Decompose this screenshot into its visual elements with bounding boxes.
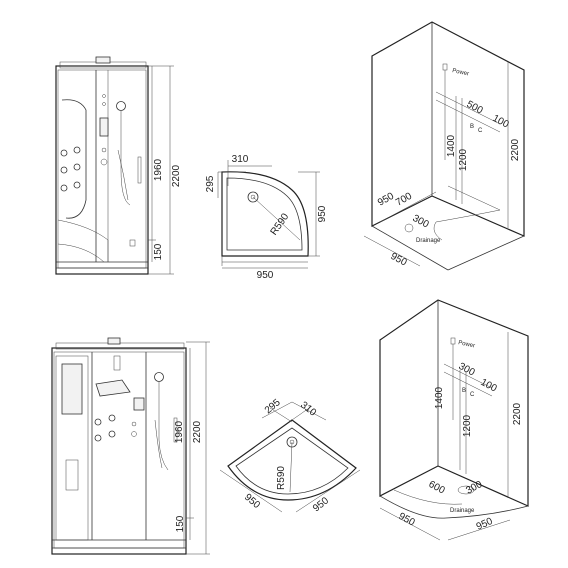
top-iso-h1: 1400	[446, 134, 457, 157]
bottom-iso-power-label: Power	[458, 340, 476, 349]
top-iso-h2: 1200	[458, 148, 469, 171]
bottom-iso-label-b: B	[462, 388, 466, 394]
top-plan-radius: R590	[269, 211, 292, 237]
top-iso-w1: 500	[465, 99, 485, 117]
bottom-iso-drainage: Drainage	[450, 508, 475, 514]
top-front-base-height: 150	[153, 243, 164, 260]
bottom-iso-w1: 300	[457, 361, 477, 379]
bottom-front-base-height: 150	[175, 515, 186, 532]
top-iso-view: Power 500 100 B C 1400 1200 2200 950 700…	[363, 21, 525, 271]
bottom-iso-label-c: C	[470, 392, 475, 398]
top-plan-offset-y: 295	[205, 175, 216, 192]
bottom-iso-d2: 300	[464, 479, 484, 497]
top-iso-h-total: 2200	[510, 138, 521, 161]
bottom-iso-h2: 1200	[462, 414, 473, 437]
top-iso-d4: 950	[389, 251, 409, 269]
bottom-plan-view: 295 310 R590 950 950	[219, 397, 361, 514]
top-iso-drainage: Drainage	[416, 238, 441, 244]
top-front-height-column: 1960	[153, 158, 164, 181]
bottom-iso-w2: 100	[479, 377, 499, 395]
bottom-iso-view: Power 300 100 B C 1400 1200 2200 600 300…	[379, 299, 529, 541]
top-front-cabin-view: 1960 2200 150	[55, 56, 182, 275]
bottom-front-height-column: 1960	[174, 420, 185, 443]
bottom-iso-h-total: 2200	[512, 402, 523, 425]
top-plan-side: 950	[317, 205, 328, 222]
bottom-plan-side-left: 950	[242, 492, 262, 511]
top-plan-view: 310 295 R590 950 950	[205, 154, 328, 281]
bottom-plan-radius: R590	[276, 466, 287, 490]
top-iso-d3: 300	[411, 213, 431, 231]
bottom-front-height-total: 2200	[192, 420, 203, 443]
bottom-plan-side-right: 950	[311, 495, 331, 514]
bottom-plan-offset-b: 310	[298, 400, 318, 419]
bottom-front-cabin-view: 1960 2200 150	[51, 337, 210, 555]
top-iso-label-b: B	[470, 124, 474, 130]
bottom-iso-d4: 950	[475, 516, 495, 533]
top-iso-power-label: Power	[452, 68, 470, 77]
bottom-iso-h1: 1400	[434, 386, 445, 409]
top-front-height-total: 2200	[171, 164, 182, 187]
bottom-iso-d1: 600	[427, 479, 447, 497]
top-iso-label-c: C	[478, 128, 483, 134]
top-plan-offset-x: 310	[232, 154, 249, 165]
bottom-plan-offset-a: 295	[263, 397, 283, 416]
top-plan-width: 950	[257, 270, 274, 281]
